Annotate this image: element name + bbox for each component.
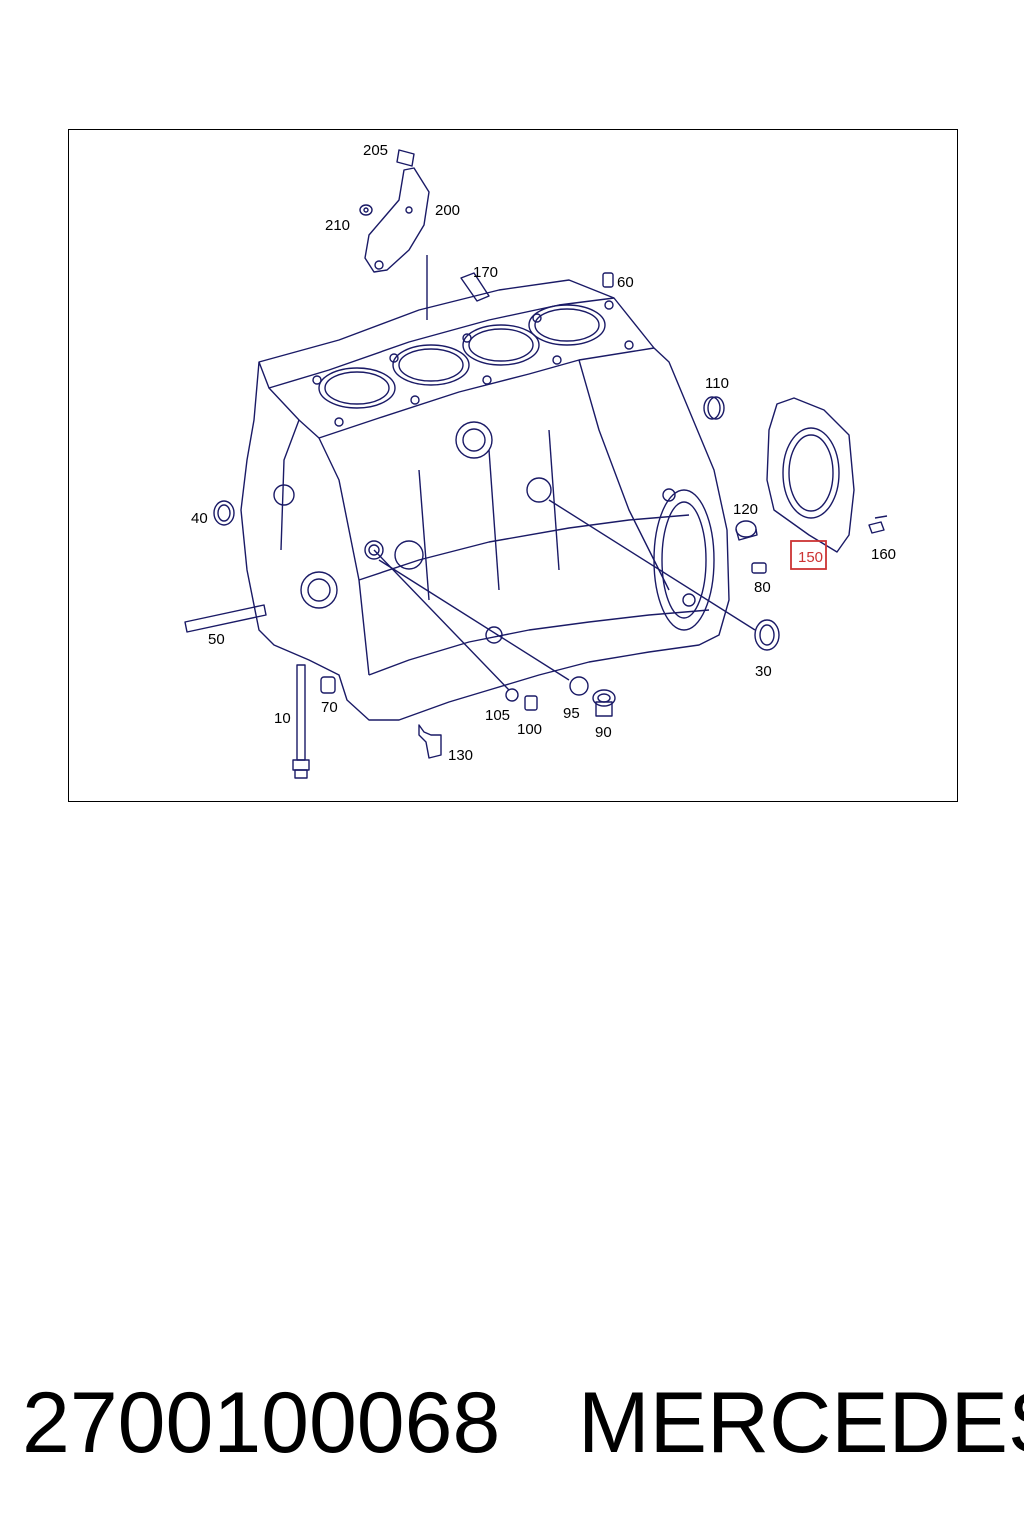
clip-205 <box>396 149 415 167</box>
fitting-130 <box>418 724 442 759</box>
o-ring-105 <box>373 549 519 702</box>
bolt-160 <box>868 515 888 534</box>
callout-70[interactable]: 70 <box>321 699 338 716</box>
pin-80 <box>751 562 767 574</box>
sleeve-60 <box>602 272 614 288</box>
callout-40[interactable]: 40 <box>191 510 208 527</box>
callout-205[interactable]: 205 <box>363 142 388 159</box>
engine-block-exploded-diagram: 205 200 210 170 60 110 40 120 150 160 80… <box>184 142 896 779</box>
dowel-pin-170 <box>460 272 490 302</box>
callout-120[interactable]: 120 <box>733 501 758 518</box>
callout-95[interactable]: 95 <box>563 705 580 722</box>
callout-160[interactable]: 160 <box>871 546 896 563</box>
callout-130[interactable]: 130 <box>448 747 473 764</box>
parts-diagram-frame: 205 200 210 170 60 110 40 120 150 160 80… <box>68 129 958 802</box>
sleeve-120 <box>735 520 758 541</box>
callout-80[interactable]: 80 <box>754 579 771 596</box>
callout-30[interactable]: 30 <box>755 663 772 680</box>
bolt-10 <box>292 664 310 779</box>
highlight-box-150 <box>790 540 827 570</box>
plug-90 <box>592 689 616 717</box>
tube-50 <box>184 604 267 633</box>
seal-40 <box>213 500 235 526</box>
seal-cover-150 <box>766 397 855 553</box>
brand-name: MERCEDES <box>578 1375 1024 1471</box>
callout-200[interactable]: 200 <box>435 202 460 219</box>
callout-150[interactable]: 150 <box>798 549 823 566</box>
callout-105[interactable]: 105 <box>485 707 510 724</box>
callout-labels: 205 200 210 170 60 110 40 120 150 160 80… <box>191 142 896 764</box>
callout-50[interactable]: 50 <box>208 631 225 648</box>
callout-60[interactable]: 60 <box>617 274 634 291</box>
bracket-200 <box>364 167 430 320</box>
washer-210 <box>359 204 373 216</box>
callout-100[interactable]: 100 <box>517 721 542 738</box>
callout-10[interactable]: 10 <box>274 710 291 727</box>
seal-30 <box>548 499 780 651</box>
plug-110 <box>703 396 725 420</box>
o-ring-95 <box>378 559 589 696</box>
sleeve-70 <box>320 676 336 694</box>
callout-90[interactable]: 90 <box>595 724 612 741</box>
plug-100 <box>524 695 538 711</box>
part-number: 2700100068 <box>22 1375 501 1471</box>
footer-caption: 2700100068 MERCEDES <box>22 1368 1024 1478</box>
callout-110[interactable]: 110 <box>705 375 729 392</box>
callout-170[interactable]: 170 <box>473 264 498 281</box>
callout-210[interactable]: 210 <box>325 217 350 234</box>
engine-block <box>240 279 730 721</box>
